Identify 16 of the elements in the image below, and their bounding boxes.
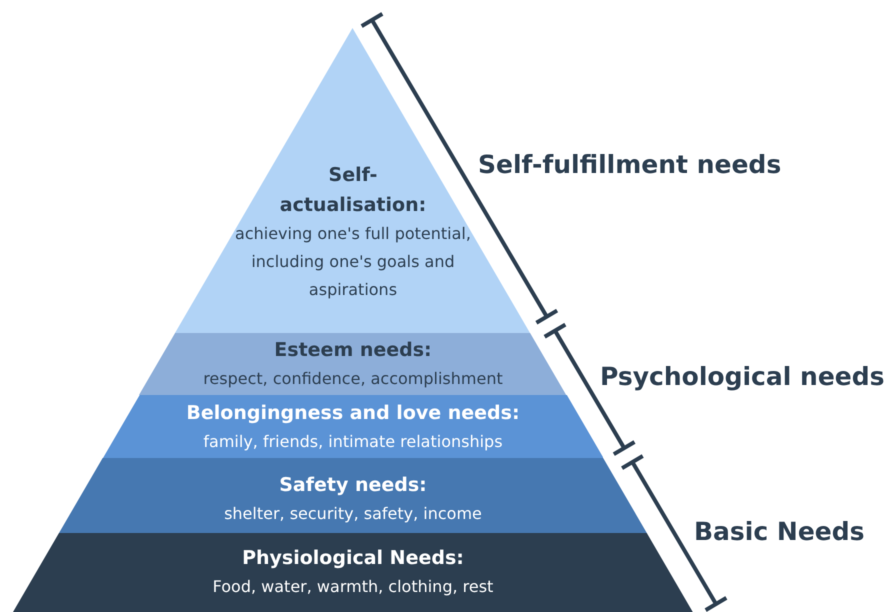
level-description: shelter, security, safety, income <box>223 503 483 525</box>
level-description: family, friends, intimate relationships <box>202 431 504 453</box>
pyramid-level <box>13 533 693 612</box>
level-description: Food, water, warmth, clothing, rest <box>212 576 494 598</box>
pyramid-level <box>102 395 604 458</box>
bracket-label: Basic Needs <box>694 517 865 546</box>
bracket-label: Psychological needs <box>600 362 885 391</box>
level-heading: Belongingness and love needs: <box>185 401 521 426</box>
level-heading: Self-actualisation: <box>278 163 428 218</box>
level-description: respect, confidence, accomplishment <box>202 368 504 390</box>
level-heading: Esteem needs: <box>273 338 433 363</box>
level-heading: Physiological Needs: <box>241 546 465 571</box>
bracket-label: Self-fulfillment needs <box>478 150 782 179</box>
level-heading: Safety needs: <box>278 473 428 498</box>
pyramid-level <box>59 458 647 533</box>
level-description: achieving one's full potential, including one's goals and aspirations <box>234 223 472 301</box>
